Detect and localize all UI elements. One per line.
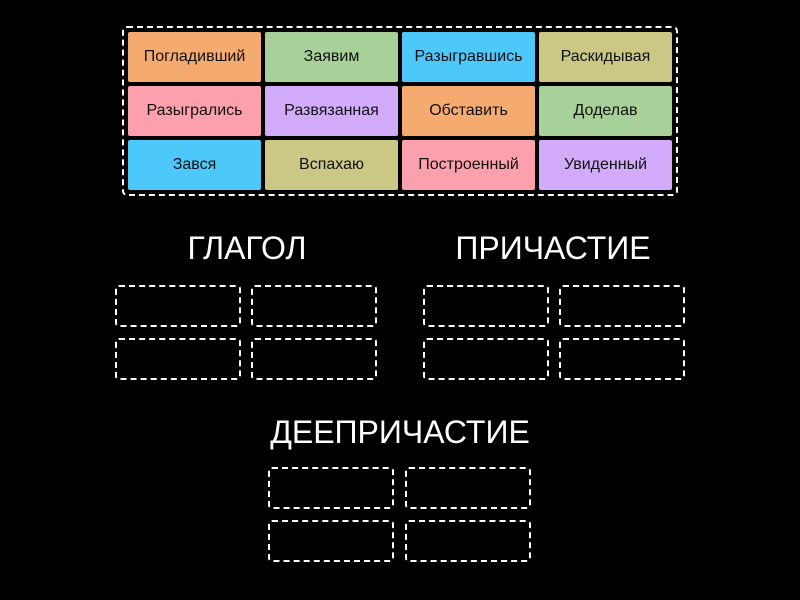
- participle-drop-slot[interactable]: [559, 285, 685, 327]
- word-tile[interactable]: Разыгрались: [128, 86, 261, 136]
- group-heading-verb: ГЛАГОЛ: [187, 230, 307, 266]
- gerund-drop-slot[interactable]: [405, 467, 531, 509]
- word-tile[interactable]: Погладивший: [128, 32, 261, 82]
- word-tile[interactable]: Вспахаю: [265, 140, 398, 190]
- verb-drop-slot[interactable]: [115, 338, 241, 380]
- word-bank: [122, 26, 678, 196]
- group-heading-gerund: ДЕЕПРИЧАСТИЕ: [270, 414, 530, 450]
- word-tile[interactable]: Разыгравшись: [402, 32, 535, 82]
- word-tile[interactable]: Обставить: [402, 86, 535, 136]
- word-tile[interactable]: Зався: [128, 140, 261, 190]
- verb-drop-slot[interactable]: [115, 285, 241, 327]
- word-tile[interactable]: Увиденный: [539, 140, 672, 190]
- word-tile[interactable]: Заявим: [265, 32, 398, 82]
- word-tile[interactable]: Раскидывая: [539, 32, 672, 82]
- gerund-drop-slot[interactable]: [268, 467, 394, 509]
- word-tile[interactable]: Доделав: [539, 86, 672, 136]
- word-tile[interactable]: Построенный: [402, 140, 535, 190]
- participle-drop-slot[interactable]: [423, 285, 549, 327]
- participle-drop-slot[interactable]: [423, 338, 549, 380]
- verb-drop-slot[interactable]: [251, 285, 377, 327]
- gerund-drop-slot[interactable]: [268, 520, 394, 562]
- gerund-drop-slot[interactable]: [405, 520, 531, 562]
- verb-drop-slot[interactable]: [251, 338, 377, 380]
- word-tile[interactable]: Развязанная: [265, 86, 398, 136]
- group-heading-participle: ПРИЧАСТИЕ: [455, 230, 651, 266]
- participle-drop-slot[interactable]: [559, 338, 685, 380]
